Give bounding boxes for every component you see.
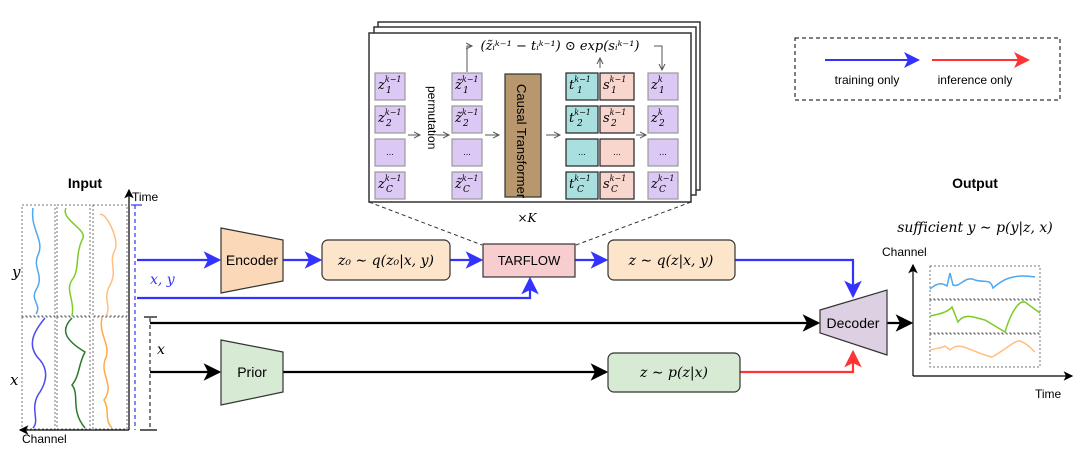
xy-label: x, y bbox=[150, 272, 176, 288]
input-panel: Input y x Time Channel bbox=[10, 175, 159, 446]
z-prior-block: z ∼ p(z|x) bbox=[607, 352, 741, 393]
output-caption: sufficient y ∼ p(y|z, x) bbox=[897, 220, 1053, 236]
decoder-label: Decoder bbox=[827, 315, 880, 331]
permuted-cell bbox=[451, 105, 483, 134]
flow-arrows bbox=[408, 46, 662, 135]
output-channel-axis-label: Channel bbox=[882, 245, 927, 259]
legend: training only inference only bbox=[794, 37, 1061, 101]
input-cell bbox=[374, 171, 406, 200]
z0-posterior-block: z₀ ∼ q(z₀|x, y) bbox=[321, 239, 451, 281]
output-panel: Output sufficient y ∼ p(y|z, x) Channel … bbox=[882, 175, 1074, 401]
output-time-axis-label: Time bbox=[1035, 387, 1062, 401]
tarflow-block: TARFLOW bbox=[482, 243, 576, 278]
input-cell bbox=[374, 72, 406, 101]
t-cell bbox=[565, 138, 599, 167]
t-cell-label: ... bbox=[578, 148, 586, 157]
z0-posterior-label: z₀ ∼ q(z₀|x, y) bbox=[337, 253, 434, 269]
input-signals bbox=[31, 207, 117, 429]
z-prior-label: z ∼ p(z|x) bbox=[639, 365, 708, 381]
input-title: Input bbox=[68, 175, 103, 191]
t-cell bbox=[565, 105, 599, 134]
s-cell bbox=[599, 105, 635, 134]
coupling-formula: (z̃ᵢᵏ⁻¹ − tᵢᵏ⁻¹) ⊙ exp(sᵢᵏ⁻¹) bbox=[481, 39, 640, 54]
legend-training-label: training only bbox=[835, 73, 900, 87]
z-posterior-block: z ∼ q(z|x, y) bbox=[607, 239, 736, 281]
output-signals bbox=[929, 272, 1041, 358]
input-time-axis-label: Time bbox=[132, 190, 159, 204]
output-cell bbox=[647, 138, 679, 167]
x-input-label: x bbox=[10, 371, 19, 389]
x-branch-label: x bbox=[157, 342, 165, 358]
y-input-label: y bbox=[11, 263, 21, 281]
connections: x, y x bbox=[137, 251, 914, 431]
s-cell bbox=[599, 171, 635, 200]
s-cell bbox=[599, 72, 635, 101]
output-cell bbox=[647, 105, 679, 134]
output-cell bbox=[647, 72, 679, 101]
permuted-cell bbox=[451, 72, 483, 101]
s-cell-label: ... bbox=[613, 148, 621, 157]
t-cell bbox=[565, 171, 599, 200]
input-cell bbox=[374, 105, 406, 134]
permutation-label: permutation bbox=[425, 86, 439, 149]
tarflow-label: TARFLOW bbox=[498, 253, 561, 268]
decoder-block: Decoder bbox=[819, 289, 888, 356]
output-title: Output bbox=[952, 175, 998, 191]
prior-label: Prior bbox=[237, 364, 267, 380]
input-channel-axis-label: Channel bbox=[22, 432, 67, 446]
input-cell-label: ... bbox=[386, 148, 394, 157]
permuted-cell-label: ... bbox=[463, 148, 471, 157]
z-posterior-label: z ∼ q(z|x, y) bbox=[628, 253, 714, 269]
input-cell bbox=[374, 138, 406, 167]
encoder-label: Encoder bbox=[226, 252, 278, 268]
permuted-cell bbox=[451, 171, 483, 200]
legend-inference-label: inference only bbox=[938, 73, 1013, 87]
encoder-block: Encoder bbox=[220, 227, 284, 294]
causal-transformer-block bbox=[504, 73, 542, 198]
permuted-cell bbox=[451, 138, 483, 167]
output-cell bbox=[647, 171, 679, 200]
t-cell bbox=[565, 72, 599, 101]
prior-block: Prior bbox=[220, 339, 284, 406]
output-cell-label: ... bbox=[659, 148, 667, 157]
s-cell bbox=[599, 138, 635, 167]
repeat-k-label: ×K bbox=[517, 211, 537, 225]
causal-transformer-label: Causal Transformer bbox=[514, 84, 529, 199]
